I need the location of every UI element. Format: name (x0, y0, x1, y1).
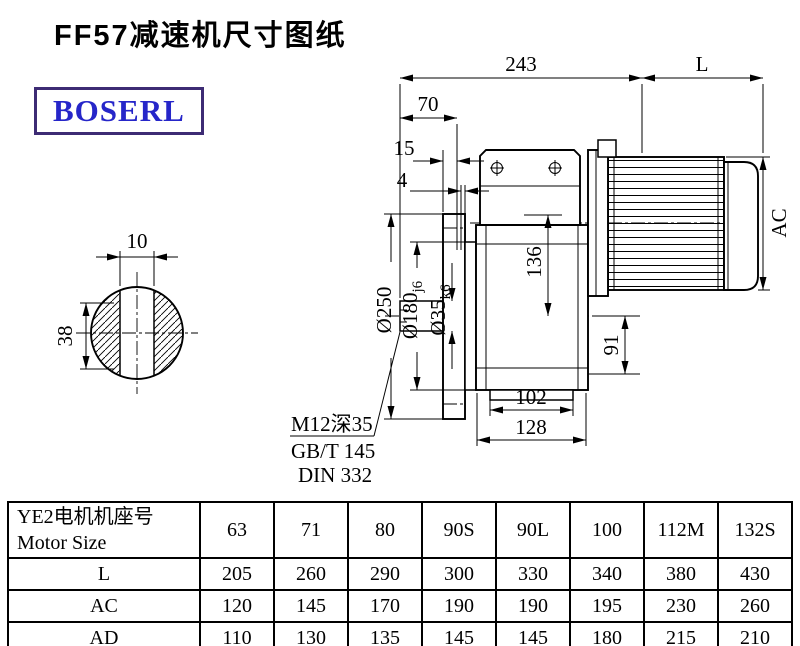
value-cell: 430 (717, 557, 793, 591)
value-cell: 300 (421, 557, 497, 591)
value-cell: 145 (495, 621, 571, 646)
motor-size-header-cn: YE2电机机座号 (17, 506, 154, 528)
value-cell: 205 (199, 557, 275, 591)
brand-logo: BOSERL (34, 87, 204, 135)
value-cell: 195 (569, 589, 645, 623)
shaft-end-view: 10 38 (53, 229, 198, 394)
col-header-cell: 100 (569, 501, 645, 559)
col-header-cell: 80 (347, 501, 423, 559)
dim-shaft-diameter: Ø35k6 (426, 284, 454, 336)
value-cell: 210 (717, 621, 793, 646)
row-label: L (7, 557, 201, 591)
col-header-cell: 90L (495, 501, 571, 559)
dim-motor-diameter: AC (767, 208, 791, 237)
value-cell: 130 (273, 621, 349, 646)
dim-70: 70 (418, 92, 439, 116)
col-header-cell: 112M (643, 501, 719, 559)
dim-spigot-diameter: Ø180j6 (398, 280, 426, 339)
dim-136: 136 (522, 246, 546, 278)
row-label: AC (7, 589, 201, 623)
value-cell: 180 (569, 621, 645, 646)
value-cell: 330 (495, 557, 571, 591)
col-header-cell: 63 (199, 501, 275, 559)
value-cell: 190 (421, 589, 497, 623)
dim-102: 102 (515, 385, 547, 409)
dim-128: 128 (515, 415, 547, 439)
value-cell: 170 (347, 589, 423, 623)
value-cell: 190 (495, 589, 571, 623)
value-cell: 145 (273, 589, 349, 623)
table-row-AD: AD 110 130 135 145 145 180 215 210 (7, 621, 793, 646)
dim-total-length: 243 (505, 52, 537, 76)
dim-15: 15 (394, 136, 415, 160)
value-cell: 380 (643, 557, 719, 591)
page-title: FF57减速机尺寸图纸 (54, 20, 347, 52)
table-row-L: L 205 260 290 300 330 340 380 430 (7, 557, 793, 591)
output-shaft (399, 300, 444, 332)
dim-key-width: 10 (127, 229, 148, 253)
gear-housing (475, 149, 589, 401)
dim-motor-length: L (696, 52, 709, 76)
motor-eyebolt (597, 139, 617, 158)
value-cell: 110 (199, 621, 275, 646)
motor (587, 139, 759, 297)
dim-key-height: 38 (53, 326, 77, 347)
table-header-row: YE2电机机座号 Motor Size 63 71 80 90S 90L 100… (7, 501, 793, 559)
fan-cowl (723, 161, 759, 291)
value-cell: 230 (643, 589, 719, 623)
col-header-cell: 71 (273, 501, 349, 559)
row-label: AD (7, 621, 201, 646)
callout-standard-gbt: GB/T 145 (291, 439, 375, 463)
value-cell: 145 (421, 621, 497, 646)
dim-4: 4 (397, 168, 408, 192)
value-cell: 120 (199, 589, 275, 623)
callout-standard-din: DIN 332 (298, 463, 372, 487)
value-cell: 290 (347, 557, 423, 591)
value-cell: 260 (273, 557, 349, 591)
dim-flange-diameter: Ø250 (372, 287, 396, 334)
motor-size-header: YE2电机机座号 Motor Size (7, 501, 201, 559)
callout-tap: M12深35 (291, 412, 373, 436)
motor-size-header-en: Motor Size (17, 532, 107, 554)
dimensions: 243 L 70 15 4 Ø250 Ø180 (290, 52, 791, 487)
col-header-cell: 90S (421, 501, 497, 559)
dimension-table: YE2电机机座号 Motor Size 63 71 80 90S 90L 100… (7, 501, 793, 646)
table-row-AC: AC 120 145 170 190 190 195 230 260 (7, 589, 793, 623)
value-cell: 260 (717, 589, 793, 623)
col-header-cell: 132S (717, 501, 793, 559)
dim-91: 91 (599, 335, 623, 356)
gearbox-side-view (385, 139, 759, 420)
value-cell: 135 (347, 621, 423, 646)
mounting-flange (442, 213, 477, 420)
value-cell: 215 (643, 621, 719, 646)
technical-drawing: 10 38 (53, 52, 791, 487)
value-cell: 340 (569, 557, 645, 591)
